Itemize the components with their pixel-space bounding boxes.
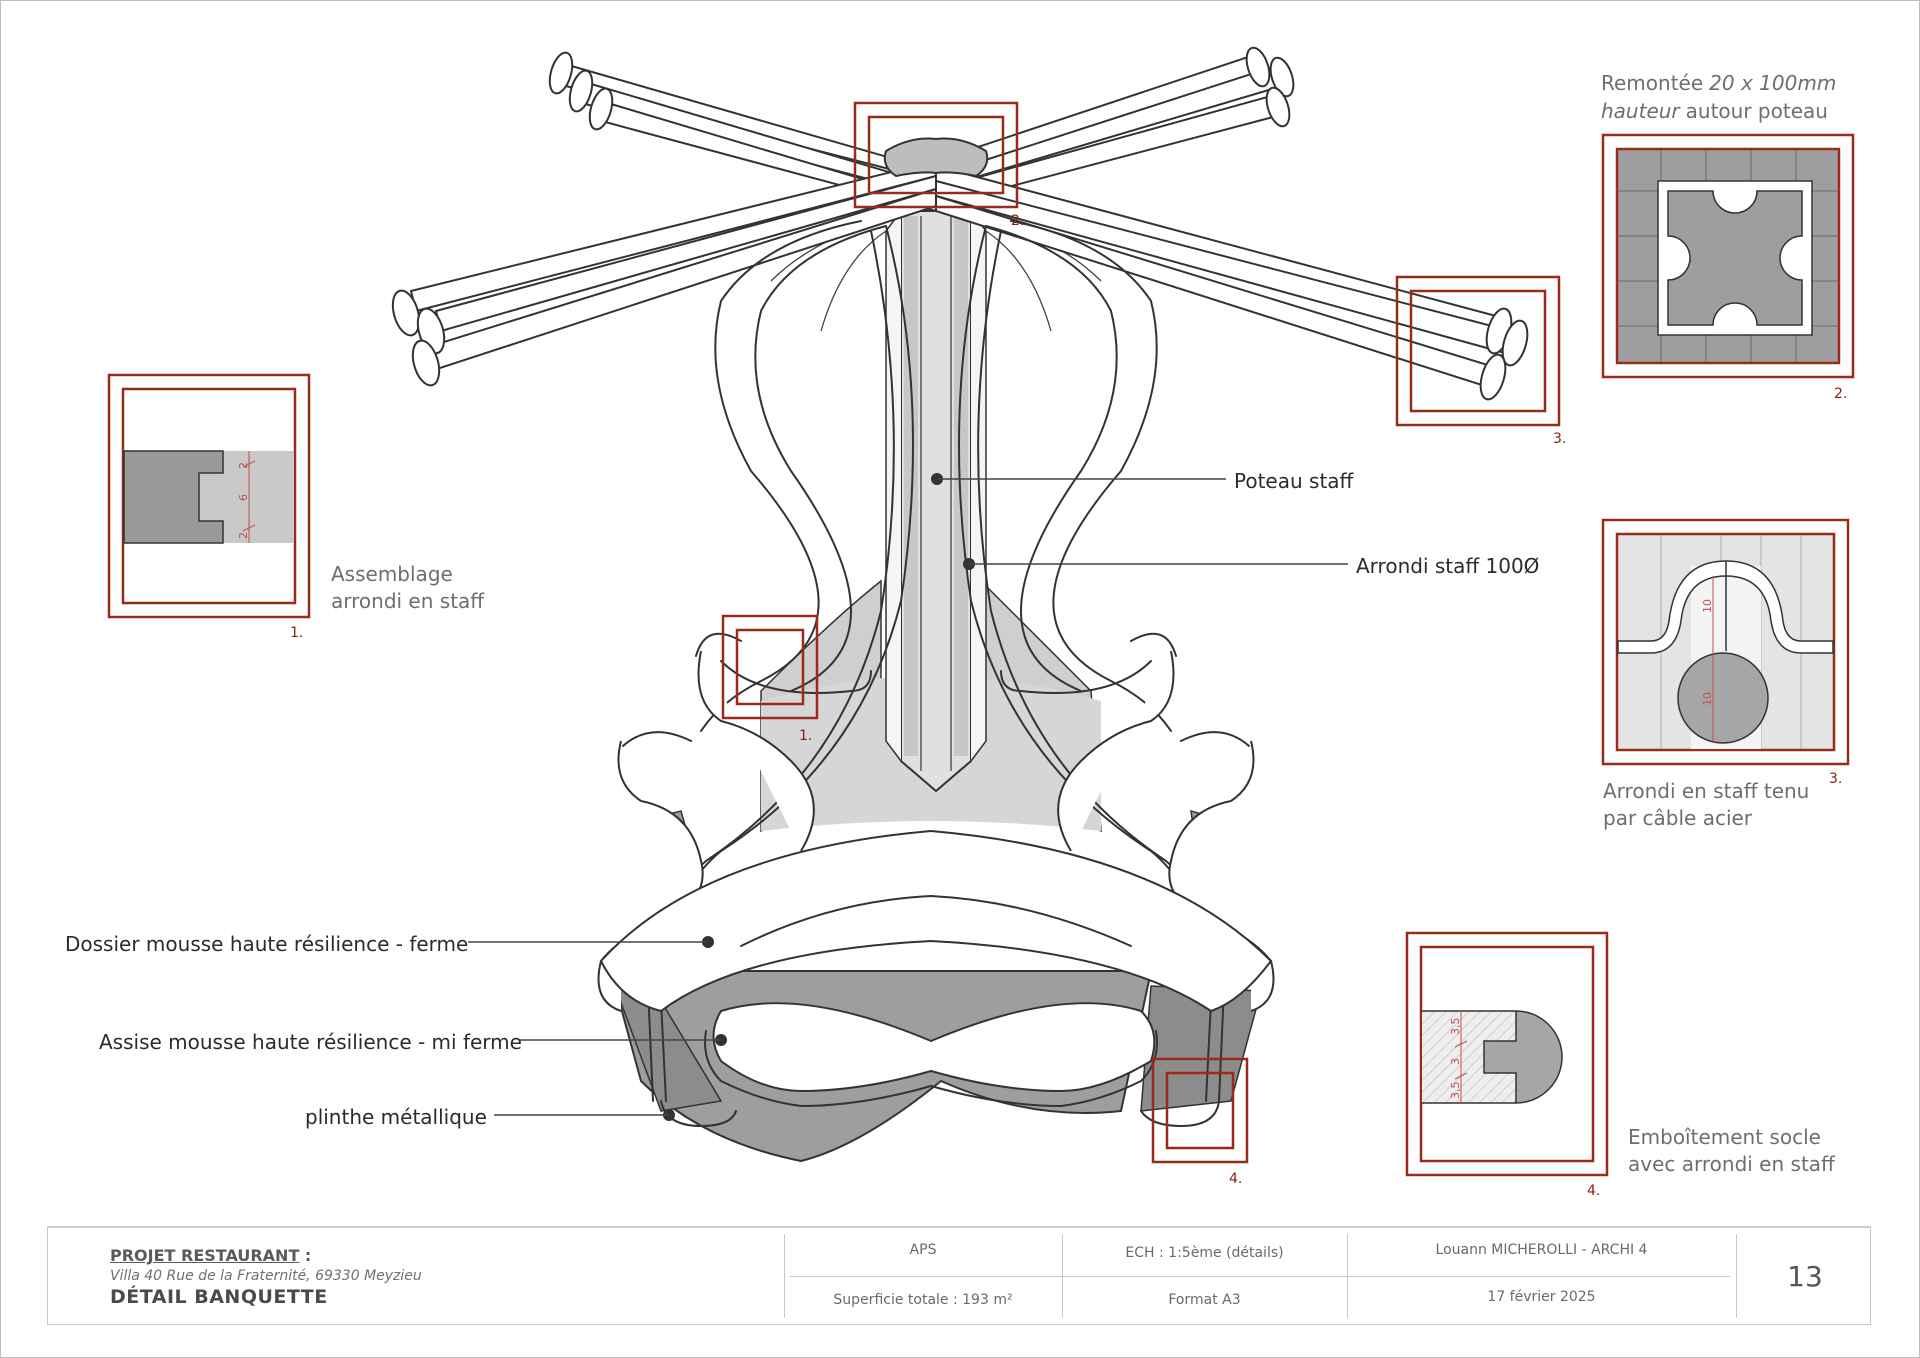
label-assise: Assise mousse haute résilience - mi ferm… bbox=[99, 1030, 522, 1054]
tb-divider bbox=[790, 1276, 1730, 1277]
project-address: Villa 40 Rue de la Fraternité, 69330 Mey… bbox=[110, 1268, 422, 1284]
detail-1-caption-line1: Assemblage bbox=[331, 562, 453, 586]
detail-3-dim-bottom: 10 bbox=[1701, 692, 1714, 706]
callout-2: 2. bbox=[853, 101, 1024, 229]
detail-1-dim-bottom: 2 bbox=[237, 532, 250, 539]
label-poteau-staff: Poteau staff bbox=[1234, 469, 1355, 493]
detail-4-num: 4. bbox=[1587, 1183, 1600, 1199]
title-block: PROJET RESTAURANT : Villa 40 Rue de la F… bbox=[47, 1227, 1871, 1325]
detail-3-num: 3. bbox=[1829, 771, 1842, 787]
detail-4-dim-top: 3,5 bbox=[1449, 1018, 1462, 1036]
detail-4-dim-mid: 3 bbox=[1449, 1058, 1462, 1065]
phase: APS bbox=[909, 1242, 937, 1258]
callout-4-num: 4. bbox=[1229, 1171, 1242, 1187]
detail-1-dim-mid: 6 bbox=[237, 494, 250, 501]
label-arrondi-staff: Arrondi staff 100Ø bbox=[1356, 554, 1539, 578]
cross-tubes bbox=[391, 46, 1529, 401]
sheet-title: DÉTAIL BANQUETTE bbox=[110, 1286, 328, 1308]
project-label: PROJET RESTAURANT : bbox=[110, 1246, 312, 1265]
date: 17 février 2025 bbox=[1487, 1289, 1596, 1305]
detail-2-num: 2. bbox=[1834, 386, 1847, 402]
tb-divider bbox=[1736, 1234, 1737, 1318]
detail-4-dim-bottom: 3,5 bbox=[1449, 1082, 1462, 1100]
detail-4: 3,5 3 3,5 4. Emboîtement socle avec arro… bbox=[1405, 931, 1836, 1199]
tb-divider bbox=[784, 1234, 785, 1318]
callout-1-num: 1. bbox=[799, 728, 812, 744]
callout-1: 1. bbox=[721, 614, 819, 744]
leader-lines bbox=[468, 478, 1348, 1116]
callout-3: 3. bbox=[1395, 275, 1566, 447]
detail-1-dim-top: 2 bbox=[237, 462, 250, 469]
detail-1: 2 6 2 1. Assemblage arrondi en staff bbox=[107, 373, 485, 641]
detail-4-caption-line1: Emboîtement socle bbox=[1628, 1125, 1821, 1149]
label-dossier: Dossier mousse haute résilience - ferme bbox=[65, 932, 468, 956]
paper-format: Format A3 bbox=[1168, 1292, 1241, 1308]
detail-3-caption-line2: par câble acier bbox=[1603, 806, 1753, 830]
detail-3-caption-line1: Arrondi en staff tenu bbox=[1603, 779, 1809, 803]
titleblock-top-rule bbox=[47, 1226, 1871, 1227]
detail-3-dim-top: 10 bbox=[1701, 599, 1714, 613]
scale: ECH : 1:5ème (détails) bbox=[1125, 1245, 1284, 1261]
callout-2-num: 2. bbox=[1011, 213, 1024, 229]
detail-1-num: 1. bbox=[290, 625, 303, 641]
detail-3: 10 10 3. Arrondi en staff tenu par câble… bbox=[1601, 518, 1850, 830]
author: Louann MICHEROLLI - ARCHI 4 bbox=[1435, 1242, 1648, 1258]
callout-4: 4. bbox=[1151, 1057, 1249, 1187]
detail-1-caption-line2: arrondi en staff bbox=[331, 589, 485, 613]
callout-3-num: 3. bbox=[1553, 431, 1566, 447]
banquette-illustration bbox=[391, 46, 1529, 1163]
total-area: Superficie totale : 193 m² bbox=[833, 1292, 1013, 1308]
page-number: 13 bbox=[1787, 1259, 1823, 1293]
label-plinthe: plinthe métallique bbox=[305, 1105, 487, 1129]
detail-4-caption-line2: avec arrondi en staff bbox=[1628, 1152, 1836, 1176]
